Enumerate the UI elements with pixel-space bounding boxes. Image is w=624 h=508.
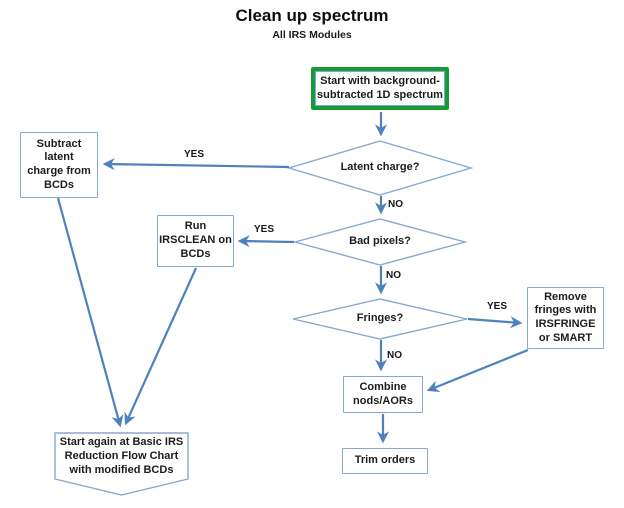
node-start-again: Start again at Basic IRS Reduction Flow … (55, 432, 188, 482)
label-latent-yes: YES (184, 149, 205, 160)
node-remove-fringes: Remove fringes with IRSFRINGE or SMART (527, 287, 604, 349)
fringes-diamond-shape (292, 298, 468, 340)
node-combine-nods-label: Combine nods/AORs (353, 380, 413, 407)
node-start-again-label: Start again at Basic IRS Reduction Flow … (59, 436, 184, 476)
latent-charge-diamond-shape (286, 140, 474, 196)
node-start: Start with background- subtracted 1D spe… (311, 67, 449, 110)
node-latent-charge-label: Latent charge? (340, 161, 420, 174)
label-fringes-yes: YES (487, 301, 508, 312)
node-combine-nods: Combine nods/AORs (343, 376, 423, 413)
node-run-irsclean: Run IRSCLEAN on BCDs (157, 215, 234, 267)
node-fringes: Fringes? (293, 299, 467, 339)
bad-pixels-diamond-shape (292, 218, 468, 266)
label-latent-no: NO (388, 199, 403, 210)
page-subtitle: All IRS Modules (272, 29, 352, 41)
label-bad-pixels-no: NO (386, 270, 401, 281)
arrow-badpixels-yes-to-irsclean (237, 235, 295, 248)
label-fringes-no: NO (387, 350, 402, 361)
arrow-latent-yes-to-subtract (102, 158, 290, 171)
node-trim-orders: Trim orders (342, 448, 428, 474)
node-remove-fringes-label: Remove fringes with IRSFRINGE or SMART (534, 290, 597, 344)
arrow-fringes-yes-to-removefringes (467, 316, 523, 329)
node-subtract-latent: Subtract latent charge from BCDs (20, 132, 98, 198)
arrow-subtract-to-startagain (56, 197, 124, 428)
node-trim-orders-label: Trim orders (354, 454, 416, 467)
node-bad-pixels-label: Bad pixels? (349, 235, 411, 248)
arrow-removefringes-to-combine (426, 348, 529, 392)
node-subtract-latent-label: Subtract latent charge from BCDs (27, 137, 91, 191)
node-run-irsclean-label: Run IRSCLEAN on BCDs (159, 220, 232, 260)
label-bad-pixels-yes: YES (254, 224, 275, 235)
node-start-label: Start with background- subtracted 1D spe… (317, 74, 443, 101)
arrow-irsclean-to-startagain (124, 267, 198, 426)
start-again-pentagon-shape (54, 432, 189, 496)
page-title: Clean up spectrum (235, 6, 389, 25)
node-latent-charge: Latent charge? (289, 141, 471, 195)
node-bad-pixels: Bad pixels? (295, 219, 465, 265)
node-fringes-label: Fringes? (356, 312, 404, 325)
